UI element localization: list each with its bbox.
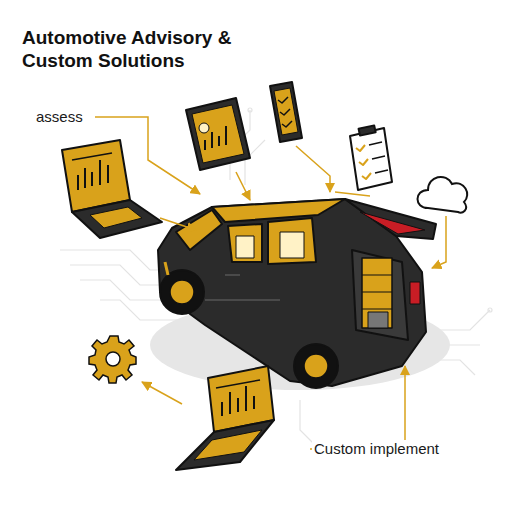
tablet-icon [186, 98, 250, 170]
car [158, 199, 436, 388]
laptop-icon [62, 140, 162, 238]
clipboard-icon [350, 125, 392, 190]
laptop-icon [176, 366, 274, 470]
flow-arrows [95, 117, 446, 449]
callout-label: Custom implement [312, 440, 441, 458]
phone-icon [270, 82, 302, 142]
diagram-title: Automotive Advisory & Custom Solutions [22, 26, 252, 72]
circuit-traces [60, 108, 492, 450]
gear-icon [89, 336, 136, 383]
callout-label: assess [34, 108, 85, 126]
cloud-icon [418, 177, 468, 213]
